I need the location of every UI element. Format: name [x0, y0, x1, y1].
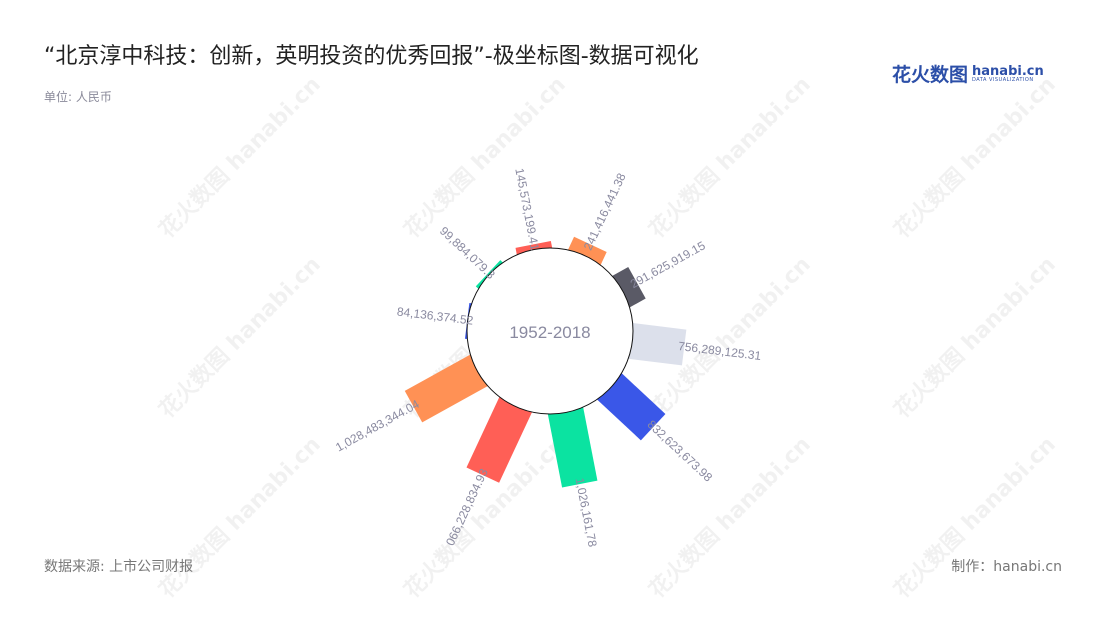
data-label: 756,289,125.31 — [677, 339, 762, 363]
bar[interactable] — [545, 397, 598, 488]
data-label: 84,136,374.52 — [396, 304, 474, 327]
data-label: 1,028,483,344.04 — [333, 397, 422, 455]
logo-sub: DATA VISUALIZATION — [972, 76, 1034, 83]
data-label: 066,228,834.93 — [443, 466, 491, 548]
bar-rect[interactable] — [404, 349, 497, 423]
data-label: 145,573,199.41 — [512, 167, 542, 252]
bar-rect[interactable] — [545, 397, 598, 488]
chart-title: “北京淳中科技：创新，英明投资的优秀回报”-极坐标图-数据可视化 — [44, 44, 699, 69]
center-label: 1952-2018 — [509, 323, 590, 342]
bar[interactable] — [404, 349, 497, 423]
logo-cn: 花火数图 — [892, 64, 969, 86]
data-label: 1,026,161,78 — [573, 477, 600, 549]
logo-en: hanabi.cn — [972, 63, 1044, 79]
logo: 花火数图 hanabi.cn DATA VISUALIZATION — [892, 60, 1044, 87]
bar-rect[interactable] — [466, 387, 537, 483]
data-label: 832,623,673.98 — [645, 417, 716, 484]
data-label: 99,884,079.3 — [437, 224, 498, 282]
credit: 制作：hanabi.cn — [951, 559, 1062, 575]
data-label: 241,416,441.38 — [581, 171, 629, 253]
bar-rect[interactable] — [618, 321, 687, 366]
data-label: 291,625,919.15 — [628, 238, 708, 291]
unit-label: 单位: 人民币 — [44, 90, 112, 104]
data-source: 数据来源: 上市公司财报 — [44, 559, 194, 575]
center-circle — [466, 247, 634, 415]
bar[interactable] — [618, 321, 687, 366]
bar[interactable] — [466, 387, 537, 483]
